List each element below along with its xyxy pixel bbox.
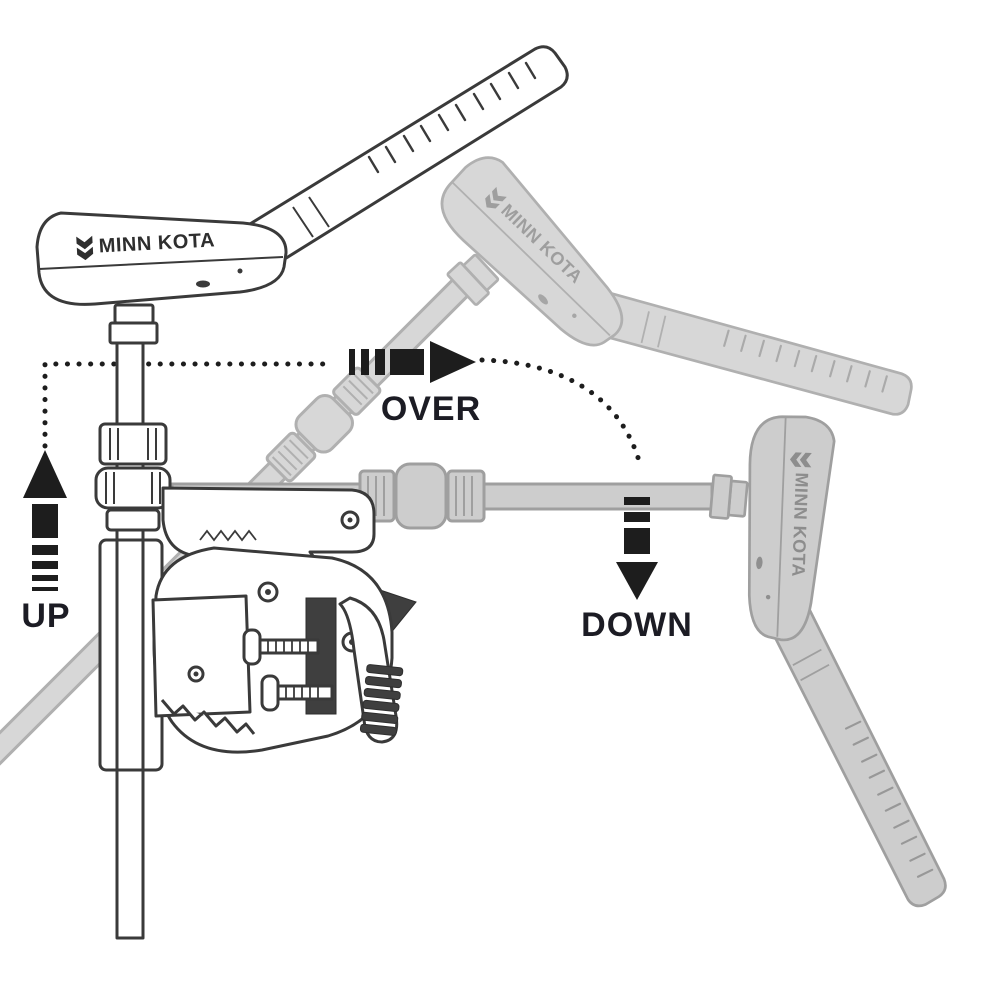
minn-kota-chevron-icon xyxy=(76,235,94,261)
brand-text-ghost2: MINN KOTA xyxy=(788,472,812,577)
transom-clamp-bracket xyxy=(98,486,417,772)
down-label: DOWN xyxy=(581,606,693,644)
grip-ridges-ghost2 xyxy=(844,720,934,878)
tiller-handle-ghost2 xyxy=(768,598,947,908)
over-arrow-icon xyxy=(349,341,476,383)
up-label: UP xyxy=(21,597,70,635)
motor-head xyxy=(35,211,288,306)
depth-collar xyxy=(94,422,172,532)
motion-path-up-over xyxy=(42,361,337,449)
motor-head-ghost2 xyxy=(747,415,836,642)
grip-ridges xyxy=(367,61,537,174)
up-arrow-icon xyxy=(23,450,67,591)
motion-path xyxy=(42,357,644,471)
minn-kota-chevron-icon xyxy=(789,452,812,468)
ratchet-teeth xyxy=(160,699,256,735)
grip-ridges-ghost1 xyxy=(723,329,888,393)
up-step: UP xyxy=(21,450,70,635)
brand-logo-ghost2: MINN KOTA xyxy=(788,452,812,577)
motion-path-over-down xyxy=(479,357,644,471)
clamp-screw-top xyxy=(242,628,320,666)
lever-knob xyxy=(359,664,404,736)
clamp-jaw-opening xyxy=(151,594,252,718)
over-label: OVER xyxy=(381,390,481,428)
depth-collar-ghost1 xyxy=(332,366,382,416)
over-step: OVER xyxy=(349,341,481,428)
shaft-over-plate xyxy=(115,538,145,772)
down-arrow-icon xyxy=(616,497,658,600)
clamp-screw-bottom xyxy=(260,674,334,712)
down-step: DOWN xyxy=(581,497,693,644)
minn-kota-chevron-icon xyxy=(485,186,507,209)
